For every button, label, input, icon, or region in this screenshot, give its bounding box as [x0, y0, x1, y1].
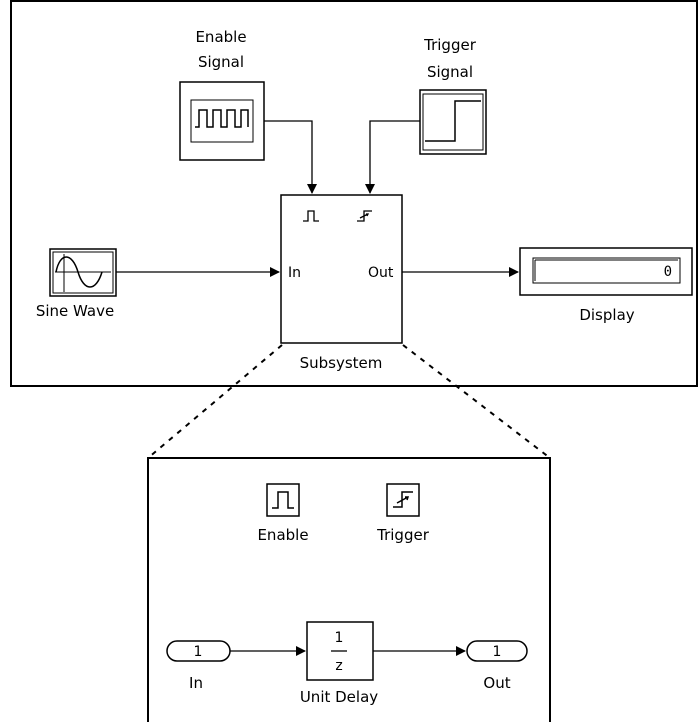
subsystem-in-port-label: In [288, 265, 301, 281]
outport-label: Out [483, 674, 510, 692]
display-value: 0 [664, 264, 672, 280]
enable-port-label: Enable [257, 526, 308, 544]
subsystem-detail-frame [147, 457, 551, 722]
pulse-train-icon [195, 109, 249, 128]
unit-delay-numerator: 1 [335, 630, 344, 646]
trigger-port-icon [357, 210, 372, 222]
trigger-port-block[interactable]: Trigger [376, 483, 430, 544]
sine-wave-label: Sine Wave [36, 302, 114, 320]
step-icon [425, 100, 481, 142]
unit-delay-denominator: z [335, 658, 342, 674]
trigger-port-label: Trigger [376, 526, 430, 544]
trigger-signal-label-2: Signal [427, 63, 473, 81]
top-model-frame [10, 0, 698, 387]
signal-line-enable [264, 120, 317, 194]
trigger-port-icon [393, 491, 413, 508]
sine-wave-icon [55, 256, 103, 288]
inport-number: 1 [194, 644, 203, 660]
enable-port-icon [303, 210, 319, 222]
unit-delay-label: Unit Delay [300, 688, 378, 706]
zoom-connector-left [147, 344, 283, 459]
sine-wave-block[interactable]: Sine Wave [36, 248, 117, 320]
outport-block[interactable]: 1 Out [466, 640, 528, 692]
inport-label: In [189, 674, 203, 692]
trigger-signal-label-1: Trigger [423, 36, 477, 54]
signal-line-trigger [365, 120, 420, 194]
enable-signal-label-2: Signal [198, 53, 244, 71]
enable-signal-label-1: Enable [195, 28, 246, 46]
trigger-signal-block[interactable]: Trigger Signal [419, 36, 487, 155]
enable-port-icon [272, 491, 294, 509]
unit-delay-block[interactable]: 1 z Unit Delay [300, 621, 378, 706]
subsystem-out-port-label: Out [368, 265, 394, 281]
enable-port-block[interactable]: Enable [257, 483, 309, 544]
display-label: Display [579, 306, 634, 324]
subsystem-block[interactable]: In Out Subsystem [280, 194, 403, 372]
zoom-connector-right [402, 344, 551, 459]
enable-signal-block[interactable]: Enable Signal [179, 28, 265, 161]
subsystem-label: Subsystem [300, 354, 383, 372]
display-block[interactable]: 0 Display [519, 247, 693, 324]
outport-number: 1 [493, 644, 502, 660]
inport-block[interactable]: 1 In [166, 640, 231, 692]
